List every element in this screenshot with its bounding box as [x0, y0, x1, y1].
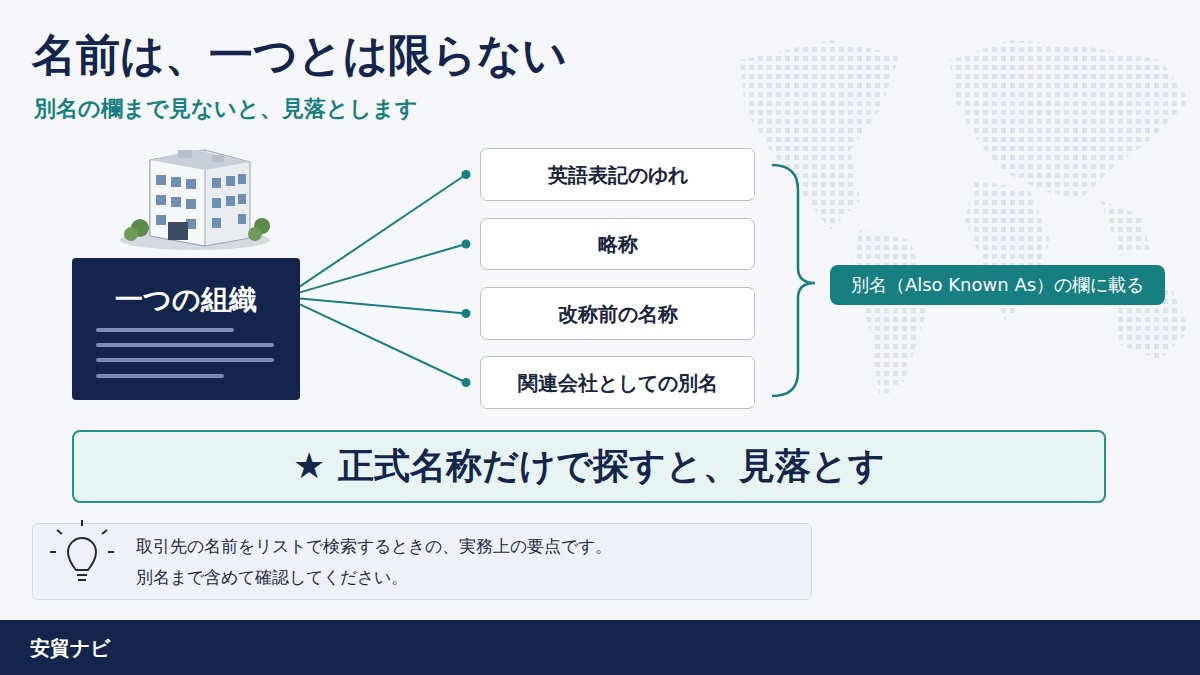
connector [300, 304, 471, 387]
connector [300, 298, 471, 318]
name-variant-box: 関連会社としての別名 [480, 356, 755, 409]
key-message-box: ★ 正式名称だけで探すと、見落とす [72, 430, 1106, 503]
node-text: 改称前の名称 [558, 301, 678, 327]
node-text: 取引先の名前をリストで検索するときの、実務上の要点です。 [136, 535, 612, 557]
node-text: 略称 [598, 231, 638, 257]
tip-box: 取引先の名前をリストで検索するときの、実務上の要点です。別名まで含めて確認してく… [32, 523, 812, 600]
node-text: 一つの組織 [115, 282, 257, 318]
name-variant-box: 改称前の名称 [480, 287, 755, 340]
node-text: 英語表記のゆれ [548, 162, 688, 188]
footer-band: 安貿ナビ [0, 620, 1200, 675]
node-text: 安貿ナビ [30, 635, 110, 661]
subtitle: 別名の欄まで見ないと、見落とします [34, 94, 418, 124]
lightbulb-icon [50, 520, 114, 580]
node-text: 関連会社としての別名 [518, 370, 718, 396]
connector [300, 240, 471, 293]
node-text: 別名（Also Known As）の欄に載る [851, 273, 1144, 296]
slide-title: 名前は、一つとは限らない [32, 26, 567, 85]
name-variant-box: 略称 [480, 218, 755, 270]
connector [300, 170, 471, 286]
node-text: ★ 正式名称だけで探すと、見落とす [293, 443, 885, 490]
organization-box: 一つの組織 [72, 258, 300, 400]
aka-pill: 別名（Also Known As）の欄に載る [830, 265, 1165, 305]
name-variant-box: 英語表記のゆれ [480, 148, 755, 201]
node-text: 別名まで含めて確認してください。 [136, 566, 408, 588]
